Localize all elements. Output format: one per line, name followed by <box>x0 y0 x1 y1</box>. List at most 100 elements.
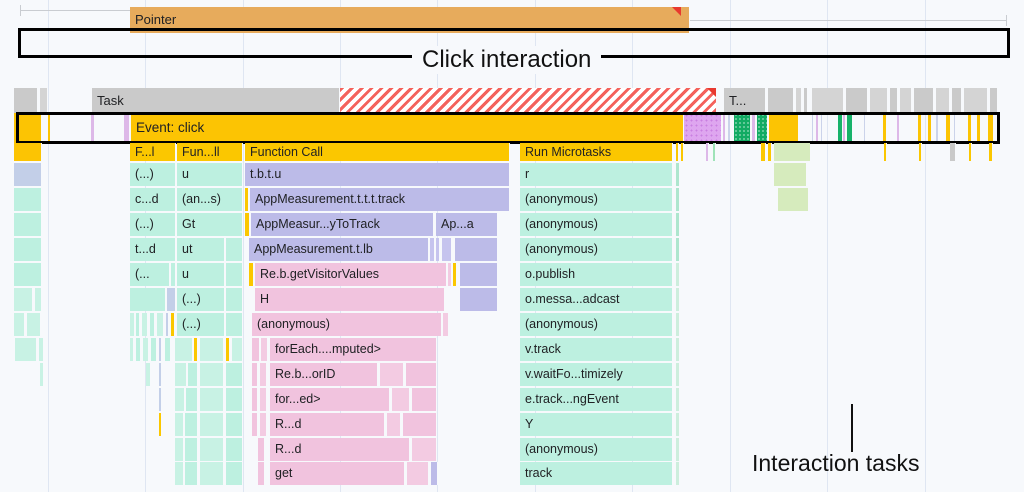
flame-block[interactable] <box>681 143 684 161</box>
flame-block[interactable] <box>676 413 680 436</box>
task-block[interactable] <box>14 88 38 114</box>
flame-block[interactable] <box>706 143 709 161</box>
flame-block[interactable] <box>14 288 33 311</box>
flame-block[interactable]: AppMeasur...yToTrack <box>251 213 434 236</box>
flame-block[interactable] <box>159 388 162 411</box>
flame-block[interactable] <box>412 388 437 411</box>
flame-block[interactable] <box>252 338 260 361</box>
flame-block[interactable]: (...) <box>130 213 176 236</box>
flame-block[interactable] <box>130 338 134 361</box>
interaction-pointer-bar[interactable]: Pointer <box>130 7 690 33</box>
flame-block[interactable]: get <box>270 462 405 485</box>
flame-block[interactable]: t...d <box>130 238 176 261</box>
flame-block[interactable] <box>676 313 680 336</box>
flame-block[interactable] <box>249 263 254 286</box>
task-block[interactable] <box>936 88 950 114</box>
flame-block[interactable] <box>14 238 42 261</box>
flame-block[interactable] <box>167 288 176 311</box>
event-block[interactable] <box>843 113 846 143</box>
flame-block[interactable]: Re.b.getVisitorValues <box>255 263 447 286</box>
event-block[interactable] <box>988 113 994 143</box>
flame-block[interactable] <box>171 313 175 336</box>
flame-block[interactable] <box>226 263 243 286</box>
flame-block[interactable] <box>778 188 808 211</box>
flame-block[interactable] <box>676 288 680 311</box>
flame-block[interactable] <box>200 413 224 436</box>
flame-block[interactable] <box>252 413 258 436</box>
event-block[interactable] <box>821 113 823 143</box>
flame-block[interactable] <box>258 462 265 485</box>
event-block[interactable] <box>48 113 51 143</box>
task-block-main[interactable]: Task <box>92 88 340 114</box>
flame-block[interactable] <box>436 238 440 261</box>
flame-block[interactable] <box>884 143 887 161</box>
event-block[interactable] <box>918 113 922 143</box>
flame-block[interactable] <box>252 388 258 411</box>
flame-block[interactable] <box>245 188 249 211</box>
flame-block[interactable]: AppMeasurement.t.lb <box>249 238 429 261</box>
flame-block[interactable] <box>453 263 457 286</box>
flame-block[interactable] <box>175 413 184 436</box>
event-block[interactable] <box>864 113 866 143</box>
flame-block[interactable] <box>260 363 267 386</box>
flame-block[interactable]: v.waitFo...timizely <box>520 363 673 386</box>
flame-block[interactable] <box>430 238 435 261</box>
flame-block[interactable] <box>226 438 243 461</box>
flame-block[interactable]: (anonymous) <box>520 438 673 461</box>
event-purple-block[interactable] <box>684 113 721 143</box>
flame-block[interactable] <box>14 313 25 336</box>
event-block[interactable] <box>723 113 726 143</box>
task-block[interactable] <box>768 88 794 114</box>
event-block[interactable] <box>883 113 887 143</box>
flame-block[interactable] <box>175 338 193 361</box>
event-block[interactable] <box>954 113 956 143</box>
event-green-block[interactable] <box>838 113 842 143</box>
flame-block[interactable] <box>989 143 993 161</box>
task-block[interactable] <box>952 88 962 114</box>
long-task-stripe[interactable] <box>340 88 716 114</box>
flame-block[interactable] <box>200 388 224 411</box>
flame-block[interactable] <box>676 163 680 186</box>
flame-block[interactable] <box>188 363 198 386</box>
flame-block[interactable] <box>159 338 162 361</box>
task-block[interactable] <box>870 88 888 114</box>
flame-block[interactable]: ut <box>177 238 225 261</box>
flame-block[interactable] <box>130 288 166 311</box>
flame-block[interactable] <box>165 338 171 361</box>
event-block[interactable] <box>91 113 95 143</box>
task-block[interactable] <box>846 88 868 114</box>
flame-block[interactable] <box>258 438 265 461</box>
flame-block[interactable]: (anonymous) <box>520 188 673 211</box>
flame-block[interactable] <box>950 143 956 161</box>
flame-block[interactable] <box>260 413 267 436</box>
task-block[interactable] <box>990 88 998 114</box>
flame-block-fc3[interactable]: Function Call <box>245 143 510 161</box>
flame-block[interactable] <box>159 363 162 386</box>
flame-block[interactable] <box>175 438 184 461</box>
flame-block[interactable]: R...d <box>270 413 385 436</box>
flame-block[interactable] <box>171 263 176 286</box>
flame-block[interactable] <box>226 288 243 311</box>
flame-block[interactable] <box>768 143 772 161</box>
flame-block[interactable] <box>200 462 224 485</box>
flame-block[interactable] <box>676 263 680 286</box>
flame-block[interactable] <box>15 338 37 361</box>
flame-block[interactable]: (...) <box>177 313 225 336</box>
flame-block[interactable]: H <box>255 288 445 311</box>
task-block[interactable] <box>40 88 48 114</box>
flame-block[interactable] <box>136 338 141 361</box>
flame-block[interactable] <box>143 338 149 361</box>
flame-block[interactable] <box>200 338 224 361</box>
flame-block[interactable] <box>676 363 680 386</box>
flame-block[interactable]: AppMeasurement.t.t.t.track <box>250 188 510 211</box>
flame-block[interactable] <box>919 143 922 161</box>
flame-block[interactable] <box>676 188 680 211</box>
flame-block[interactable] <box>460 288 498 311</box>
task-block[interactable] <box>964 88 988 114</box>
flame-block[interactable] <box>175 462 184 485</box>
task-block[interactable] <box>812 88 844 114</box>
flame-block[interactable]: forEach....mputed> <box>270 338 437 361</box>
flame-block[interactable]: v.track <box>520 338 673 361</box>
flame-block[interactable] <box>194 338 198 361</box>
flame-block[interactable] <box>252 363 258 386</box>
